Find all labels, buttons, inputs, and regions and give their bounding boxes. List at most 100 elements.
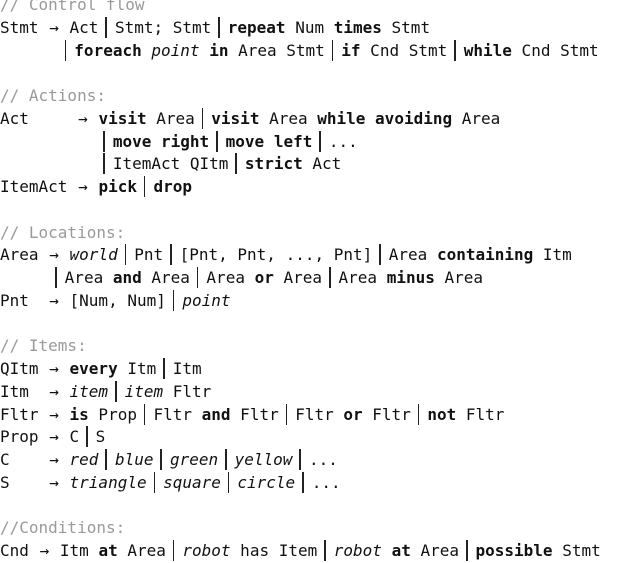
alternative-separator	[216, 130, 218, 152]
symbol-text: Act	[69, 17, 99, 37]
section-comment: // Items:	[0, 336, 87, 356]
alternative-separator	[86, 426, 88, 448]
alternative-separator	[124, 244, 127, 266]
keyword: at	[98, 541, 118, 560]
alternative-separator	[319, 130, 321, 152]
alternative-separator	[153, 471, 156, 493]
alternative-separator	[235, 153, 237, 175]
symbol-text: Area	[259, 108, 318, 128]
production-arrow: →	[49, 450, 59, 469]
symbol-text: Fltr	[163, 381, 212, 401]
symbol-text: Fltr	[153, 404, 202, 424]
section-comment: // Actions:	[0, 86, 106, 105]
terminal-literal: robot	[333, 541, 382, 560]
symbol-text: Itm	[0, 381, 39, 401]
keyword: at	[391, 541, 411, 560]
alternative-separator	[218, 16, 220, 38]
alternative-separator	[115, 380, 117, 402]
symbol-text: Area	[410, 541, 459, 560]
alternative-separator	[170, 244, 172, 266]
alternative-separator	[143, 403, 146, 425]
symbol-text: Act	[302, 154, 342, 174]
keyword: minus	[386, 268, 435, 287]
symbol-text: Area	[434, 268, 484, 287]
keyword: is	[69, 404, 89, 424]
symbol-text: Area	[146, 108, 195, 128]
production-arrow: →	[49, 427, 59, 447]
symbol-text: Area	[141, 268, 190, 287]
alternative-separator	[299, 449, 301, 470]
symbol-text: Fltr	[230, 404, 279, 424]
symbol-text: Fltr	[456, 404, 505, 424]
symbol-text: Area	[117, 541, 166, 560]
alternative-separator	[227, 471, 230, 493]
symbol-text: Area	[338, 268, 387, 287]
symbol-text: Stmt; Stmt	[114, 17, 212, 37]
symbol-text: Area Stmt	[228, 40, 325, 60]
grammar-rule-line: Pnt →[Num, Num]point	[0, 289, 640, 313]
keyword: or	[254, 268, 274, 287]
production-arrow: →	[39, 541, 50, 560]
keyword: while	[463, 40, 512, 60]
terminal-literal: point	[182, 290, 231, 310]
symbol-text: Stmt	[0, 17, 39, 37]
alternative-separator	[379, 244, 381, 266]
alternative-separator	[143, 176, 146, 197]
terminal-literal: triangle	[69, 472, 147, 492]
symbol-text: Itm	[59, 541, 99, 560]
symbol-text: Area	[0, 245, 39, 265]
keyword: move right	[112, 131, 210, 151]
symbol-text: Area	[206, 268, 255, 287]
keyword: while avoiding	[317, 108, 453, 128]
production-arrow: →	[49, 245, 59, 265]
production-arrow: →	[78, 108, 88, 128]
symbol-text	[0, 41, 58, 60]
blank-line	[0, 495, 640, 518]
keyword: and	[112, 268, 142, 287]
blank-line	[0, 199, 640, 222]
symbol-text: Fltr	[362, 404, 411, 424]
alternative-separator	[196, 267, 199, 288]
symbol-text: Cnd Stmt	[511, 40, 599, 60]
symbol-text: [Num, Num]	[69, 290, 166, 310]
terminal-literal: robot	[182, 541, 231, 560]
terminal-literal: circle	[237, 472, 296, 492]
symbol-text: Area	[64, 268, 113, 287]
symbol-text: ItemAct QItm	[112, 154, 229, 174]
symbol-text: Num	[285, 17, 334, 37]
alternative-separator	[331, 39, 334, 61]
symbol-text: Fltr	[0, 404, 39, 424]
keyword: times	[333, 17, 382, 37]
keyword: possible	[475, 541, 553, 560]
symbol-text: Area	[388, 245, 437, 265]
symbol-text: Itm	[172, 359, 202, 378]
alternative-separator	[172, 540, 175, 561]
blank-line	[0, 313, 640, 336]
symbol-text: Itm	[533, 245, 572, 265]
section-comment: //Conditions:	[0, 518, 126, 538]
alternative-separator	[172, 289, 175, 311]
blank-line	[0, 62, 640, 85]
symbol-text: Pnt	[0, 290, 39, 310]
keyword: foreach	[74, 40, 142, 60]
terminal-literal: red	[69, 450, 99, 469]
keyword: every	[69, 359, 118, 378]
alternative-separator	[105, 449, 107, 470]
symbol-text: Stmt	[552, 541, 601, 560]
keyword: not	[427, 404, 457, 424]
keyword: visit	[211, 108, 260, 128]
symbol-text: Prop	[88, 404, 137, 424]
symbol-text: Fltr	[295, 404, 344, 424]
production-arrow: →	[49, 359, 59, 378]
alternative-separator	[329, 267, 331, 288]
